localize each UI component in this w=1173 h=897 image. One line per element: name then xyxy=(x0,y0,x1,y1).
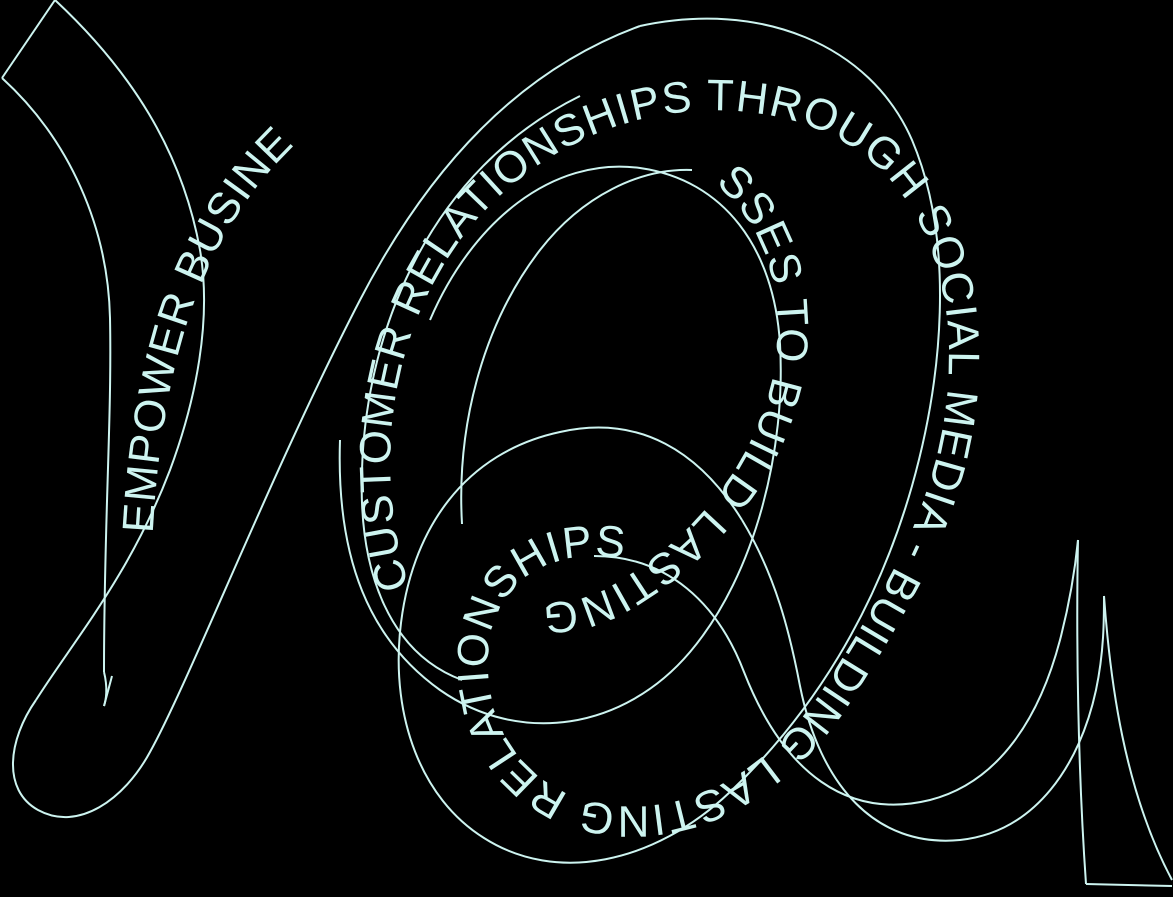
outer-arc-text: EMPOWER BUSINE xyxy=(114,117,303,534)
ribbon-slot-connector-left xyxy=(103,675,113,707)
inner-arc-text: SSES TO BUILD LASTING xyxy=(541,155,818,642)
ribbon-loop-left xyxy=(338,165,782,725)
ribbon-right-end-outer xyxy=(1103,595,1173,881)
second-arc-text: CUSTOMER RELATIONSHIPS THROUGH SOCIAL ME… xyxy=(351,71,988,845)
ribbon-second-outer xyxy=(397,17,941,864)
ribbon-right-end-inner xyxy=(1076,539,1087,885)
ribbon-bottom-inner xyxy=(593,539,1079,806)
ribbon-left-uturn-outer xyxy=(12,25,641,819)
inner-arc-textpath: SSES TO BUILD LASTING xyxy=(541,155,816,642)
second-arc-textpath: CUSTOMER RELATIONSHIPS THROUGH SOCIAL ME… xyxy=(351,71,987,845)
outer-arc-textpath: EMPOWER BUSINE xyxy=(114,117,301,534)
ribbon-inner-slot xyxy=(460,168,693,525)
ribbon-bottom-outer xyxy=(741,519,1105,842)
ribbon-second-inner xyxy=(360,95,581,681)
ribbon-outer-edge xyxy=(35,0,206,701)
ribbon-start-cap xyxy=(1,0,56,79)
ribbon-tail-inner-edge xyxy=(1,77,112,673)
ribbon-end-cap xyxy=(1085,883,1173,887)
spiral-text-group: EMPOWER BUSINE CUSTOMER RELATIONSHIPS TH… xyxy=(114,71,988,845)
